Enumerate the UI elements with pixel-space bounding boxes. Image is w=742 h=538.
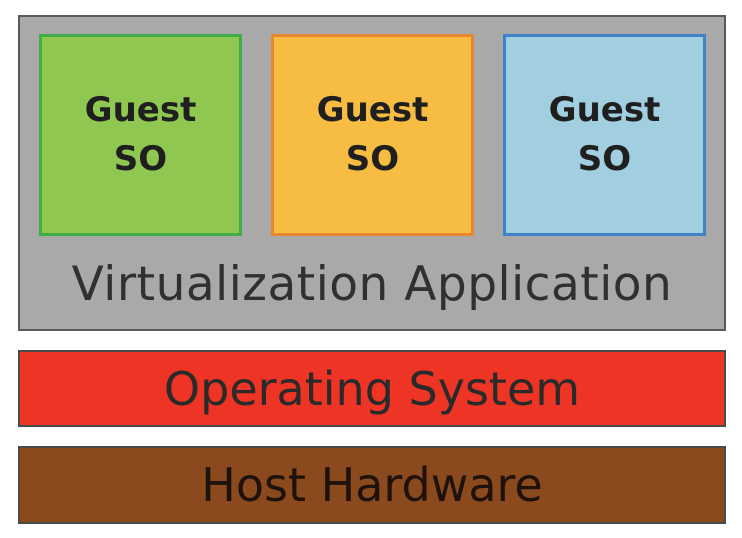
guest-os-label: SO	[577, 139, 632, 179]
virtualization-application-layer: Guest SO Guest SO Guest SO Virtualizatio…	[18, 15, 726, 331]
host-hardware-label: Host Hardware	[201, 458, 543, 512]
guest-so-box-3: Guest SO	[503, 34, 706, 236]
operating-system-layer: Operating System	[18, 350, 726, 427]
guest-so-box-1: Guest SO	[39, 34, 242, 236]
guest-os-label: SO	[113, 139, 168, 179]
guest-so-box-2: Guest SO	[271, 34, 474, 236]
operating-system-label: Operating System	[163, 361, 581, 416]
virtualization-application-label: Virtualization Application	[71, 257, 673, 312]
guest-label: Guest	[316, 89, 429, 130]
guest-label: Guest	[84, 89, 197, 130]
guest-os-label: SO	[345, 139, 400, 179]
host-hardware-layer: Host Hardware	[18, 446, 726, 524]
guest-label: Guest	[548, 89, 661, 130]
